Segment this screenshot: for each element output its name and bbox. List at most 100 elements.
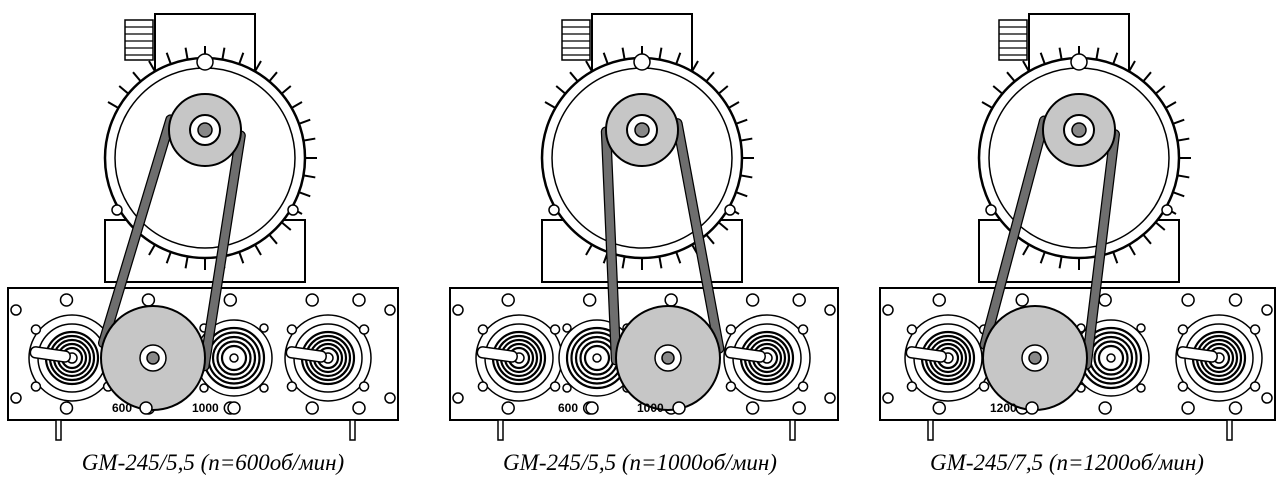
- output-port-1-bolt: [30, 324, 42, 335]
- panel-bolt: [824, 304, 836, 316]
- panel-bolt: [932, 293, 946, 307]
- motor-mount-bolt: [111, 204, 123, 216]
- lifting-eye: [633, 53, 651, 71]
- output-port-3-bolt: [1136, 383, 1146, 393]
- output-port-4-lever-handle: [1176, 346, 1218, 363]
- output-port-4-bolt: [286, 381, 298, 392]
- speed-label-2: 1000: [637, 401, 664, 415]
- output-port-4-bolt: [1177, 324, 1189, 335]
- panel-bolt: [452, 304, 464, 316]
- output-port-1-bolt: [978, 381, 990, 392]
- output-port-1-bolt: [549, 381, 561, 392]
- panel-bolt: [59, 293, 74, 307]
- machine-unit-3: 1200: [879, 13, 1276, 441]
- drive-belt-strand-0: [602, 127, 621, 365]
- label-bolt: [139, 401, 153, 415]
- caption-unit-1: GM-245/5,5 (n=600об/мин): [81, 450, 345, 475]
- output-port-1-lever-handle: [476, 346, 518, 363]
- driven-shaft: [1028, 351, 1042, 365]
- output-port-4-bolt: [797, 324, 809, 335]
- panel-bolt: [664, 293, 678, 307]
- drive-belt-strand-1: [1082, 130, 1119, 369]
- driven-shaft: [146, 351, 160, 365]
- output-port-4-bolt: [1249, 381, 1261, 392]
- output-port-3-bolt: [199, 383, 209, 393]
- output-port-4-bolt: [725, 324, 737, 335]
- panel-bolt: [305, 293, 319, 307]
- panel-bolt: [1261, 392, 1273, 404]
- output-port-1-lever-handle: [905, 346, 947, 363]
- panel-foot: [349, 419, 356, 441]
- output-port-2-bolt: [562, 323, 572, 333]
- output-port-3-ring: [211, 335, 257, 381]
- panel-bolt: [1181, 401, 1195, 415]
- speed-label-2: 1000: [192, 401, 219, 415]
- speed-label-1: 600: [112, 401, 132, 415]
- motor-mount-bolt: [1161, 204, 1173, 216]
- cable-gland: [561, 19, 591, 61]
- panel-bolt: [501, 293, 515, 307]
- panel-bolt: [1015, 293, 1029, 307]
- output-port-4-lever-handle: [285, 346, 327, 363]
- motor-shaft: [1071, 122, 1087, 138]
- output-port-1-lever-handle: [29, 346, 71, 363]
- panel-bolt: [745, 293, 760, 307]
- label-bolt: [227, 401, 241, 415]
- output-port-3-bore: [1106, 353, 1116, 363]
- panel-bolt: [352, 401, 366, 415]
- output-port-3-ring: [1093, 340, 1129, 376]
- panel-bolt: [10, 392, 22, 404]
- panel-bolt: [452, 392, 464, 404]
- output-port-1-bolt: [906, 324, 918, 335]
- output-port-3-ring: [1097, 344, 1125, 372]
- cable-gland: [998, 19, 1028, 61]
- motor-mount-bolt: [548, 204, 560, 216]
- panel-bolt: [792, 293, 806, 307]
- panel-bolt: [1228, 293, 1243, 307]
- panel-bolt: [384, 392, 396, 404]
- panel-bolt: [305, 401, 319, 415]
- caption-unit-2: GM-245/5,5 (n=1000об/мин): [503, 450, 777, 475]
- panel-bolt: [141, 293, 156, 307]
- panel-bolt: [352, 293, 366, 307]
- panel-bolt: [1228, 401, 1243, 415]
- panel-bolt: [932, 401, 946, 415]
- drive-belt-strand-1: [673, 119, 724, 353]
- drive-belt-strand-0: [99, 115, 175, 347]
- speed-label-1: 1200: [990, 401, 1017, 415]
- motor-mount-bolt: [724, 204, 736, 216]
- driven-shaft: [661, 351, 675, 365]
- output-port-1-bolt: [477, 324, 489, 335]
- output-port-3-bolt: [1136, 323, 1146, 333]
- panel-foot: [497, 419, 504, 441]
- output-port-1-bolt: [549, 324, 561, 335]
- motor-shaft: [634, 122, 650, 138]
- label-bolt: [672, 401, 686, 415]
- panel-bolt: [745, 401, 760, 415]
- speed-label-1: 600: [558, 401, 578, 415]
- panel-bolt: [384, 304, 396, 316]
- panel-bolt: [1098, 293, 1112, 307]
- machine-unit-1: 600 1000: [7, 13, 399, 441]
- panel-bolt: [882, 304, 894, 316]
- output-port-2-bolt: [562, 383, 572, 393]
- motor-shaft: [197, 122, 213, 138]
- lifting-eye: [196, 53, 214, 71]
- output-port-2-ring: [583, 344, 611, 372]
- panel-bolt: [223, 293, 238, 307]
- drive-belt-strand-1: [200, 131, 245, 371]
- output-port-4-bolt: [1249, 324, 1261, 335]
- panel-bolt: [1098, 401, 1112, 415]
- output-port-1-bolt: [906, 381, 918, 392]
- output-port-3-bore: [229, 353, 239, 363]
- label-bolt: [585, 401, 599, 415]
- output-port-3-ring: [220, 344, 248, 372]
- label-bolt: [1025, 401, 1039, 415]
- panel-bolt: [824, 392, 836, 404]
- output-port-3-bolt: [259, 383, 269, 393]
- motor-mount-bolt: [287, 204, 299, 216]
- output-port-4-bolt: [358, 381, 370, 392]
- output-port-4-bolt: [725, 381, 737, 392]
- output-port-1-bolt: [477, 381, 489, 392]
- caption-unit-3: GM-245/7,5 (n=1200об/мин): [930, 450, 1204, 475]
